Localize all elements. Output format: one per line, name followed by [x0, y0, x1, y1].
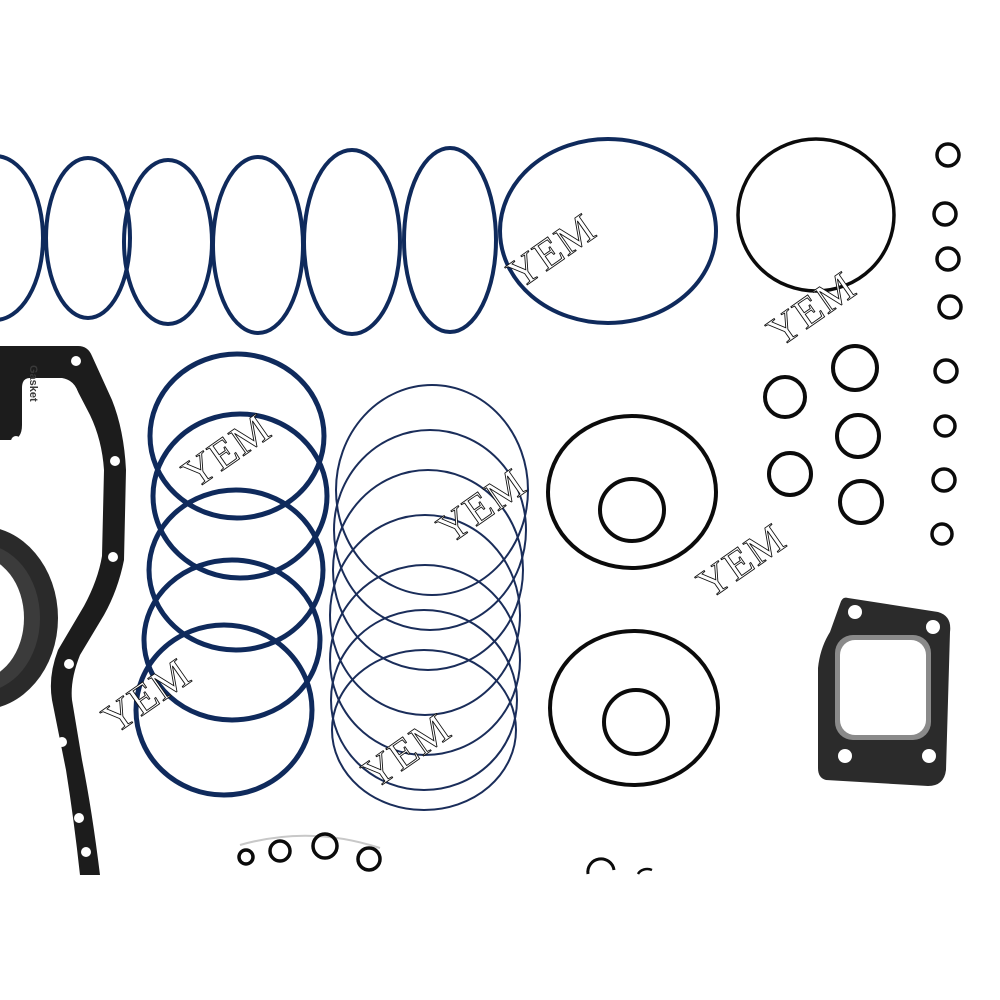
- thin-oring-center-stack: [329, 384, 529, 811]
- watermark-group: YEM YEM YEM YEM YEM YEM YEM: [94, 205, 865, 799]
- gasket-print-text: Gasket: [27, 365, 39, 402]
- blue-oring-left-stack: [133, 351, 330, 798]
- black-oring-pair-lower: [548, 629, 720, 787]
- black-oring-small-bottom: [237, 832, 382, 872]
- black-oring-medium-group: [763, 344, 884, 525]
- black-oring-pair-upper: [546, 414, 718, 570]
- black-oring-small-column: [930, 142, 963, 546]
- blue-oring-top-row: [0, 137, 718, 336]
- watermark-text: YEM: [354, 705, 459, 798]
- watermark-text: YEM: [499, 205, 604, 298]
- timing-cover-gasket: Gasket: [0, 346, 126, 875]
- black-oring-partial-bottom: [586, 857, 653, 875]
- rear-crank-seal: [0, 529, 58, 707]
- watermark-text: YEM: [759, 263, 864, 356]
- photo-bottom-margin: [0, 876, 1000, 1000]
- exhaust-manifold-gasket: [818, 597, 951, 786]
- black-oring-large: [736, 137, 896, 293]
